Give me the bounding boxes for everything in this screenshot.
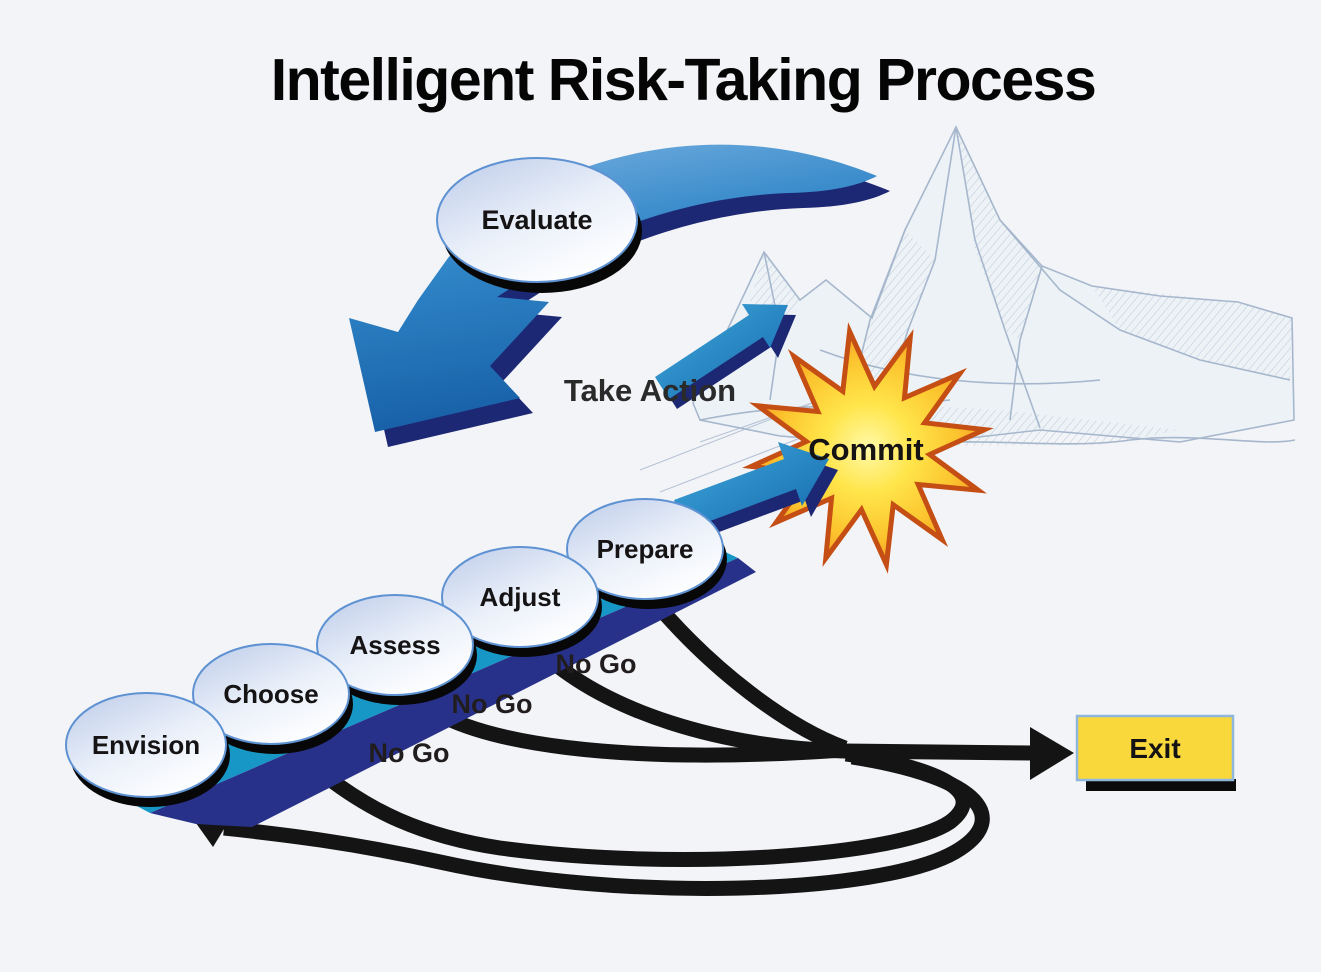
stage-node-ellipse	[316, 594, 474, 696]
stage-label-envision: Envision	[92, 730, 200, 760]
take-action-arrow	[655, 304, 796, 409]
evaluate-node-ellipse	[436, 157, 638, 283]
exit-arrowhead	[1030, 727, 1074, 780]
exit-box-rect	[1075, 714, 1235, 782]
exit-box-shadow	[1086, 779, 1236, 791]
take-action-label: Take Action	[564, 373, 736, 408]
commit-arrow-face	[674, 442, 829, 530]
commit-label: Commit	[808, 432, 923, 467]
no-go-label-middle: No Go	[452, 689, 533, 719]
stage-node-assess: Assess	[316, 594, 477, 705]
stage-node-ellipse	[192, 643, 350, 745]
stage-label-prepare: Prepare	[597, 534, 694, 564]
commit-arrow	[674, 442, 838, 541]
evaluate-loop-arrow-face	[349, 144, 877, 432]
no-go-curve-prepare	[642, 589, 848, 756]
stage-ramp-side	[150, 558, 756, 827]
stage-nodes: Prepare Adjust Assess Choose Envision	[65, 498, 727, 807]
return-arrow-lower	[223, 749, 990, 896]
no-go-label-upper: No Go	[556, 649, 637, 679]
stage-node-ellipse	[65, 692, 227, 798]
stage-node-ellipse	[566, 498, 724, 600]
no-go-label-lower: No Go	[369, 738, 450, 768]
stage-node-envision: Envision	[65, 692, 230, 807]
stage-node-ellipse	[441, 546, 599, 648]
stage-node-choose: Choose	[192, 643, 353, 754]
stage-node-prepare: Prepare	[566, 498, 727, 609]
page-title: Intelligent Risk-Taking Process	[271, 47, 1096, 113]
evaluate-label: Evaluate	[481, 205, 592, 235]
exit-label: Exit	[1129, 733, 1180, 764]
stage-node-adjust: Adjust	[441, 546, 602, 657]
evaluate-loop-arrow	[349, 144, 890, 447]
evaluate-node: Evaluate	[436, 157, 642, 293]
stage-label-choose: Choose	[223, 679, 318, 709]
take-action-arrow-face	[655, 304, 788, 399]
take-action-arrow-side	[663, 314, 796, 409]
exit-box: Exit	[1075, 714, 1236, 791]
stage-label-adjust: Adjust	[480, 582, 561, 612]
stage-label-assess: Assess	[349, 630, 440, 660]
